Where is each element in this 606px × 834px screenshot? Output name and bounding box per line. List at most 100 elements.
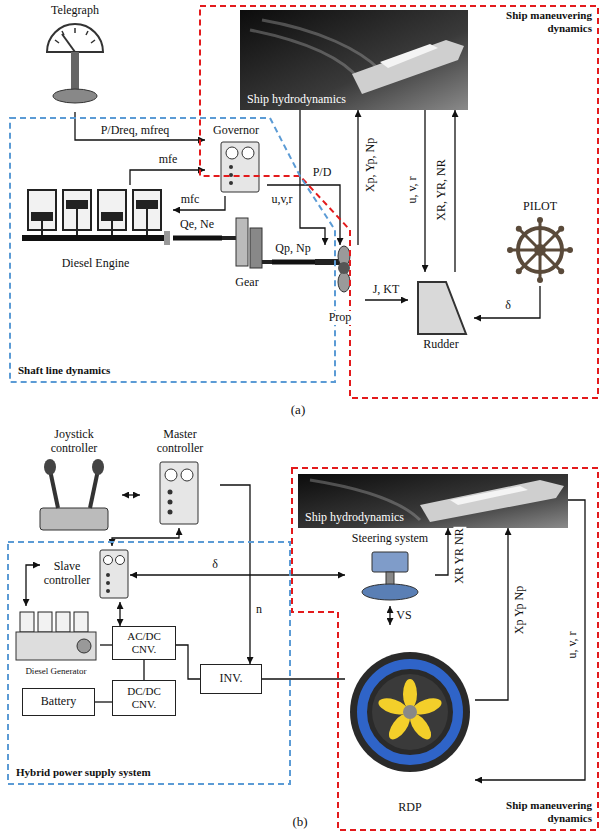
steering-base: [362, 584, 418, 600]
node-label: Slave controller: [40, 560, 94, 588]
rdp-unit: RDP: [345, 625, 475, 815]
controller-icon: [100, 550, 128, 598]
shaft-stub: [262, 260, 272, 264]
wheel-rim: [518, 228, 562, 272]
generator-cylinder: [20, 612, 34, 632]
signal-connector: [424, 110, 425, 272]
lever-knob: [92, 459, 104, 475]
gauge: [104, 556, 113, 565]
signal-label: P/Dreq, mfreq: [100, 124, 171, 137]
dial-needle: [62, 34, 75, 52]
telegraph-unit: Telegraph: [35, 4, 115, 112]
node-label: Ship hydrodynamics: [245, 93, 348, 107]
gauge: [116, 556, 125, 565]
node-label: Gear: [233, 276, 260, 290]
signal-connector: [130, 574, 345, 575]
wheel-knob: [516, 226, 522, 232]
signal-label: Xp Yp Np: [513, 585, 526, 635]
signal-connector: [100, 644, 112, 645]
rdp-stator-ring: [362, 664, 458, 760]
prop-shaft: [315, 259, 341, 265]
signal-connector: [474, 286, 540, 318]
rudder-unit: Rudder: [408, 272, 474, 352]
rudder-blade: [418, 282, 466, 334]
engine-unit: Diesel Engine: [18, 185, 173, 271]
telegraph-dial: [47, 24, 103, 52]
button-dot: [106, 573, 110, 577]
signal-label: Qp, Np: [274, 242, 311, 255]
propeller-unit: Prop: [315, 245, 365, 325]
signal-label: δ: [211, 558, 219, 571]
piston: [136, 200, 158, 209]
signal-connector: [26, 565, 40, 606]
signal-label: u,v,r: [270, 193, 293, 206]
inverter-box: INV.: [200, 664, 262, 694]
button-dot: [229, 165, 233, 169]
generator-cylinder: [74, 612, 88, 632]
crankshaft: [22, 235, 170, 241]
dashed-outline: [8, 542, 290, 784]
signal-connector: [475, 528, 508, 700]
button-dot: [229, 173, 233, 177]
region-label: Shaft line dynamics: [16, 364, 112, 377]
dashed-outline: [10, 118, 335, 382]
generator-cylinder: [56, 612, 70, 632]
joystick-lever: [50, 470, 58, 508]
node-label: Battery: [39, 695, 78, 709]
wheel-knob: [537, 217, 543, 223]
piston: [31, 212, 53, 221]
gauge: [242, 147, 254, 159]
generator-body: [16, 632, 96, 660]
steering-motor: [372, 552, 408, 572]
joystick-base: [40, 508, 108, 530]
wheel-knob: [558, 268, 564, 274]
node-label: Ship hydrodynamics: [303, 511, 406, 525]
node-label: AC/DC CNV.: [119, 630, 169, 655]
dashed-outline: [292, 468, 598, 830]
signal-connector: [119, 602, 120, 626]
generator-cylinder: [38, 612, 52, 632]
wheel-knob: [558, 226, 564, 232]
signal-label: mfe: [158, 153, 179, 166]
wheel-knob: [567, 247, 573, 253]
signal-connector: [300, 110, 325, 245]
button-dot: [229, 181, 233, 185]
signal-connector: [454, 110, 455, 272]
steering-unit: Steering system: [345, 532, 435, 606]
signal-connector: [176, 645, 200, 679]
region-caption: Hybrid power supply system: [14, 762, 153, 780]
signal-label: Xp, Yp, Np: [364, 137, 377, 193]
converter-box: AC/DC CNV.: [112, 626, 176, 660]
region-label: Hybrid power supply system: [14, 766, 153, 779]
signal-connector: [112, 528, 179, 546]
signal-label: u, v, r: [406, 175, 419, 204]
signal-connector: [143, 660, 144, 680]
region-caption: Ship maneuvering dynamics: [469, 799, 594, 826]
shaft-flange: [164, 231, 170, 245]
signal-label: XR YR NR: [453, 527, 466, 585]
dashed-region: Ship maneuvering dynamicsShip hydrodynam…: [200, 6, 598, 398]
prop-hub: [338, 262, 350, 274]
signal-connector: [122, 494, 140, 495]
node-label: Telegraph: [49, 4, 101, 18]
signal-connector: [95, 701, 112, 702]
signal-connector: [475, 500, 585, 780]
signal-label: VS: [395, 609, 412, 622]
signal-connector: [173, 196, 225, 210]
lever-knob: [44, 459, 56, 475]
pilot-unit: PILOT: [498, 200, 582, 286]
dial-ticks: [55, 28, 95, 43]
shaft-line: [173, 236, 222, 241]
node-label: Rudder: [421, 338, 460, 352]
ship-picture: [240, 10, 468, 110]
wheel-knob: [516, 268, 522, 274]
rdp-blade: [403, 679, 417, 709]
gauge: [181, 469, 193, 481]
node-label: Steering system: [350, 532, 430, 546]
signal-label: u, v, r: [566, 630, 579, 659]
piston: [101, 212, 123, 221]
prop-blade: [338, 272, 350, 292]
node-label: Prop: [327, 311, 354, 325]
ship-hull: [352, 40, 464, 94]
rdp-housing: [350, 652, 470, 772]
